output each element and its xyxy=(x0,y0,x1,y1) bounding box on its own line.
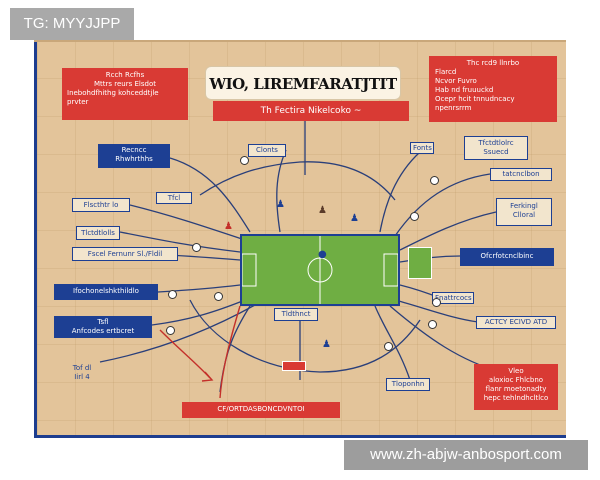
label-box-left-2: Flscthtr lo xyxy=(72,198,130,212)
red-marker xyxy=(282,361,306,371)
info-line: Inebohdfhithg kohceddtjle xyxy=(67,89,159,97)
label-line: Clloral xyxy=(512,211,536,219)
connector-node-icon xyxy=(240,156,249,165)
info-line: Thc rcd9 llnrbo xyxy=(466,59,520,67)
label-box-center-small: Tfcl xyxy=(156,192,192,204)
label-line: tatcnclbon xyxy=(502,170,540,178)
label-line: Clonts xyxy=(256,146,278,154)
label-box-center: Tldthnct xyxy=(274,308,318,321)
pitch-markings xyxy=(241,236,399,304)
label-line: Tlctdtlolls xyxy=(81,229,115,237)
poster-subtitle: Th Fectira Nikelcoko ~ xyxy=(213,101,409,121)
info-line: Hab nd fruuuckd xyxy=(435,86,494,94)
poster-title: WIO, LIREMFARATJTIT xyxy=(205,66,401,100)
info-line: aloxioc Fhlcbno xyxy=(488,376,544,384)
watermark-url: www.zh-abjw-anbosport.com xyxy=(344,440,588,470)
connector-node-icon xyxy=(214,292,223,301)
label-line: Anfcodes ertbcret xyxy=(71,327,135,335)
label-line: Tfctdtlolrc xyxy=(478,139,514,147)
player-figure-icon: ● xyxy=(318,249,327,260)
label-box-bottom-mid: Tloponhn xyxy=(386,378,430,391)
label-line: Flscthtr lo xyxy=(83,201,119,209)
label-line: Fnattrcocs xyxy=(435,294,472,302)
label-box-left-5: Ifochonelshkthildlo xyxy=(54,284,158,300)
watermark-top-left: TG: MYYJJPP xyxy=(10,8,134,40)
info-line: Rcch Rcfhs xyxy=(105,71,145,79)
info-line: flanr moetonadty xyxy=(485,385,547,393)
info-line: hepc tehlndhcltlco xyxy=(483,394,549,402)
label-line: Rhwhrthhs xyxy=(115,155,153,163)
label-line: Ofcrfotcnclbinc xyxy=(480,252,534,260)
info-box-bottom: CF/ORTDASBONCDVNTOI xyxy=(182,402,340,418)
label-text-left-7: Tof dl Iirl 4 xyxy=(62,364,102,386)
label-line: Fscel Fernunr Sl./Fldil xyxy=(87,250,163,258)
connector-node-icon xyxy=(430,176,439,185)
info-box-top-right: Thc rcd9 llnrbo Flarcd Ncvor Fuvro Hab n… xyxy=(429,56,557,122)
label-line: Iirl 4 xyxy=(74,373,90,381)
info-line: npenrsrrm xyxy=(435,104,472,112)
label-line: Ssuecd xyxy=(483,148,509,156)
info-line: Mttrs reurs Elsdot xyxy=(94,80,156,88)
mini-pitch xyxy=(408,247,432,279)
label-box-right-1: tatcnclbon xyxy=(490,168,552,181)
player-figure-icon: ♟ xyxy=(276,199,285,210)
info-line: Flarcd xyxy=(435,68,457,76)
connector-node-icon xyxy=(384,342,393,351)
label-box-top-mid-right: Fonts xyxy=(410,142,434,154)
info-line: Vleo xyxy=(508,367,524,375)
connector-node-icon xyxy=(168,290,177,299)
connector-node-icon xyxy=(410,212,419,221)
connector-node-icon xyxy=(166,326,175,335)
player-figure-icon: ♟ xyxy=(350,213,359,224)
info-box-right-6: Vleo aloxioc Fhlcbno flanr moetonadty he… xyxy=(474,364,558,410)
soccer-pitch xyxy=(240,234,400,306)
label-box-left-6: Tsfl Anfcodes ertbcret xyxy=(54,316,152,338)
label-box-top-mid-left: Clonts xyxy=(248,144,286,157)
connector-node-icon xyxy=(192,243,201,252)
poster-top-edge xyxy=(34,40,566,42)
label-line: Fonts xyxy=(413,144,432,152)
label-line: Tloponhn xyxy=(391,380,425,388)
label-line: Tof dl xyxy=(72,364,92,372)
label-box-left-1: Recncc Rhwhrthhs xyxy=(98,144,170,168)
label-box-right-2: Ferkingl Clloral xyxy=(496,198,552,226)
connector-node-icon xyxy=(428,320,437,329)
label-box-right-3: Ofcrfotcnclbinc xyxy=(460,248,554,266)
label-line: ACTCY ECIVD ATD xyxy=(484,318,548,326)
player-figure-icon: ♟ xyxy=(224,221,233,232)
label-line: Ferkingl xyxy=(510,202,538,210)
label-box-left-3: Tlctdtlolls xyxy=(76,226,120,240)
info-line: Ocepr hcit tnnudncacy xyxy=(435,95,515,103)
label-line: Ifochonelshkthildlo xyxy=(73,287,139,295)
label-line: Tfcl xyxy=(167,194,181,202)
info-line: CF/ORTDASBONCDVNTOI xyxy=(217,405,305,413)
label-line: Tldthnct xyxy=(281,310,311,318)
label-line: Recncc xyxy=(121,146,147,154)
info-line: prvter xyxy=(67,98,89,106)
label-box-right-4: Fnattrcocs xyxy=(432,292,474,304)
label-box-left-4: Fscel Fernunr Sl./Fldil xyxy=(72,247,178,261)
player-figure-icon: ♟ xyxy=(322,339,331,350)
info-line: Ncvor Fuvro xyxy=(435,77,477,85)
connector-node-icon xyxy=(432,298,441,307)
label-box-right-5: ACTCY ECIVD ATD xyxy=(476,316,556,329)
info-box-top-left: Rcch Rcfhs Mttrs reurs Elsdot Inebohdfhi… xyxy=(62,68,188,120)
label-line: Tsfl xyxy=(97,318,109,326)
player-figure-icon: ♟ xyxy=(318,205,327,216)
label-box-top-right-small: Tfctdtlolrc Ssuecd xyxy=(464,136,528,160)
